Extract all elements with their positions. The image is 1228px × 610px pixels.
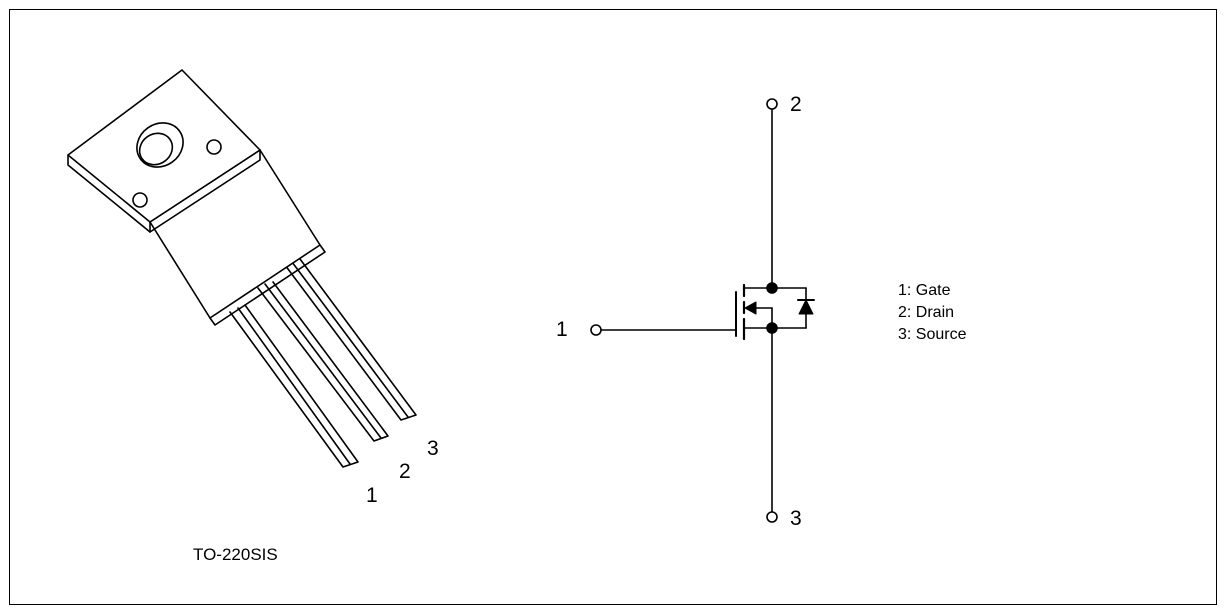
diagram-frame [9, 9, 1217, 605]
source-terminal-label: 3 [790, 507, 802, 530]
package-body [67, 69, 326, 326]
package-pin-label-3: 3 [427, 437, 439, 460]
lead-1 [229, 304, 359, 468]
lead-3 [284, 258, 417, 421]
to220sis-package-drawing [67, 69, 417, 468]
package-pin-label-1: 1 [366, 484, 378, 507]
drain-terminal-label: 2 [790, 93, 802, 116]
legend-drain: 2: Drain [898, 304, 955, 321]
gate-terminal-label: 1 [556, 318, 568, 341]
source-terminal [766, 511, 778, 523]
drain-terminal [766, 98, 778, 110]
legend-source: 3: Source [898, 326, 967, 343]
lead-2 [257, 281, 389, 442]
gate-terminal [590, 324, 602, 336]
package-name: TO-220SIS [193, 545, 278, 564]
package-pin-label-2: 2 [399, 460, 411, 483]
legend-gate: 1: Gate [898, 282, 951, 299]
mosfet-schematic [590, 98, 815, 523]
